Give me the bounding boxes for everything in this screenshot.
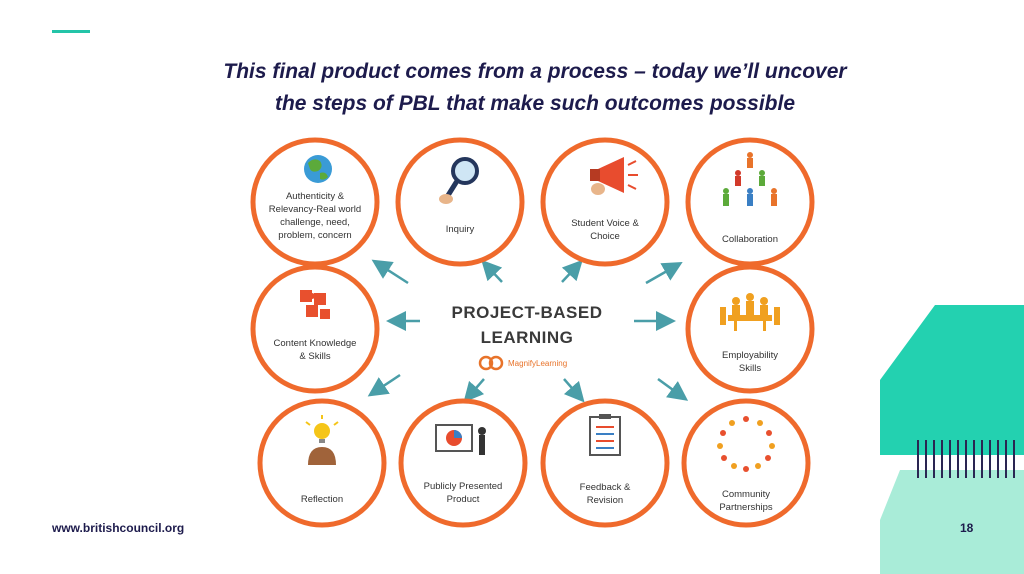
community-label-2: Partnerships <box>719 502 773 513</box>
slide-title: This final product comes from a process … <box>110 56 960 120</box>
node-inquiry: Inquiry <box>395 137 525 267</box>
center-block: PROJECT-BASED LEARNING MagnifyLearning <box>451 303 602 371</box>
globe-icon <box>304 155 332 183</box>
collaboration-label: Collaboration <box>722 234 778 245</box>
title-line-1: This final product comes from a process … <box>223 60 847 83</box>
center-title-line-1: PROJECT-BASED <box>451 303 602 322</box>
arrow-feedback <box>563 378 585 403</box>
node-authenticity: Authenticity & Relevancy-Real world chal… <box>250 137 380 267</box>
product-label-2: Product <box>447 494 480 505</box>
node-reflection: Reflection <box>257 398 387 528</box>
employability-label-2: Skills <box>739 363 761 374</box>
feedback-label-2: Revision <box>587 495 623 506</box>
people-circle-icon <box>717 416 775 472</box>
center-title-line-2: LEARNING <box>481 328 574 347</box>
voice-label-1: Student Voice & <box>571 218 639 229</box>
node-community: Community Partnerships <box>681 398 811 528</box>
footer-url[interactable]: www.britishcouncil.org <box>52 521 185 535</box>
clipboard-icon <box>589 414 621 456</box>
arrows <box>367 259 689 403</box>
arrow-collaboration <box>645 262 683 285</box>
community-label-1: Community <box>722 489 770 500</box>
node-employability: Employability Skills <box>685 264 815 394</box>
megaphone-icon <box>590 157 638 195</box>
arrow-voice <box>561 259 583 283</box>
magnify-logo-icon <box>478 355 504 371</box>
authenticity-label-4: problem, concern <box>278 230 351 241</box>
node-feedback: Feedback & Revision <box>540 398 670 528</box>
node-product: Publicly Presented Product <box>398 398 528 528</box>
arrow-community <box>657 377 689 401</box>
arrow-inquiry <box>481 259 503 283</box>
reflection-label: Reflection <box>301 494 343 505</box>
node-collaboration: Collaboration <box>685 137 815 267</box>
accent-line <box>52 30 90 33</box>
feedback-label-1: Feedback & <box>580 482 631 493</box>
node-content: Content Knowledge & Skills <box>250 264 380 394</box>
brand-name: MagnifyLearning <box>508 359 567 368</box>
meeting-table-icon <box>720 293 780 331</box>
arrow-authenticity <box>371 259 409 285</box>
voice-label-2: Choice <box>590 231 620 242</box>
puzzle-icon <box>300 290 330 319</box>
arrow-reflection <box>367 373 401 397</box>
lightbulb-head-icon <box>305 415 339 465</box>
teal-hexagon <box>880 305 1024 455</box>
pbl-diagram: PROJECT-BASED LEARNING MagnifyLearning A… <box>250 137 815 528</box>
arrow-product <box>463 378 485 403</box>
magnifying-glass-icon <box>439 157 479 204</box>
content-label-1: Content Knowledge <box>274 338 357 349</box>
node-voice: Student Voice & Choice <box>540 137 670 267</box>
employability-label-1: Employability <box>722 350 778 361</box>
authenticity-label-2: Relevancy-Real world <box>269 204 361 215</box>
content-label-2: & Skills <box>299 351 330 362</box>
inquiry-label: Inquiry <box>446 224 475 235</box>
authenticity-label-1: Authenticity & <box>286 191 345 202</box>
authenticity-label-3: challenge, need, <box>280 217 350 228</box>
mint-hexagon <box>880 470 1024 574</box>
title-line-2: the steps of PBL that make such outcomes… <box>274 92 796 115</box>
product-label-1: Publicly Presented <box>424 481 503 492</box>
page-number: 18 <box>960 521 974 535</box>
people-pyramid-icon <box>723 152 777 206</box>
presentation-board-icon <box>435 424 486 455</box>
stripe-pattern <box>917 440 1015 478</box>
